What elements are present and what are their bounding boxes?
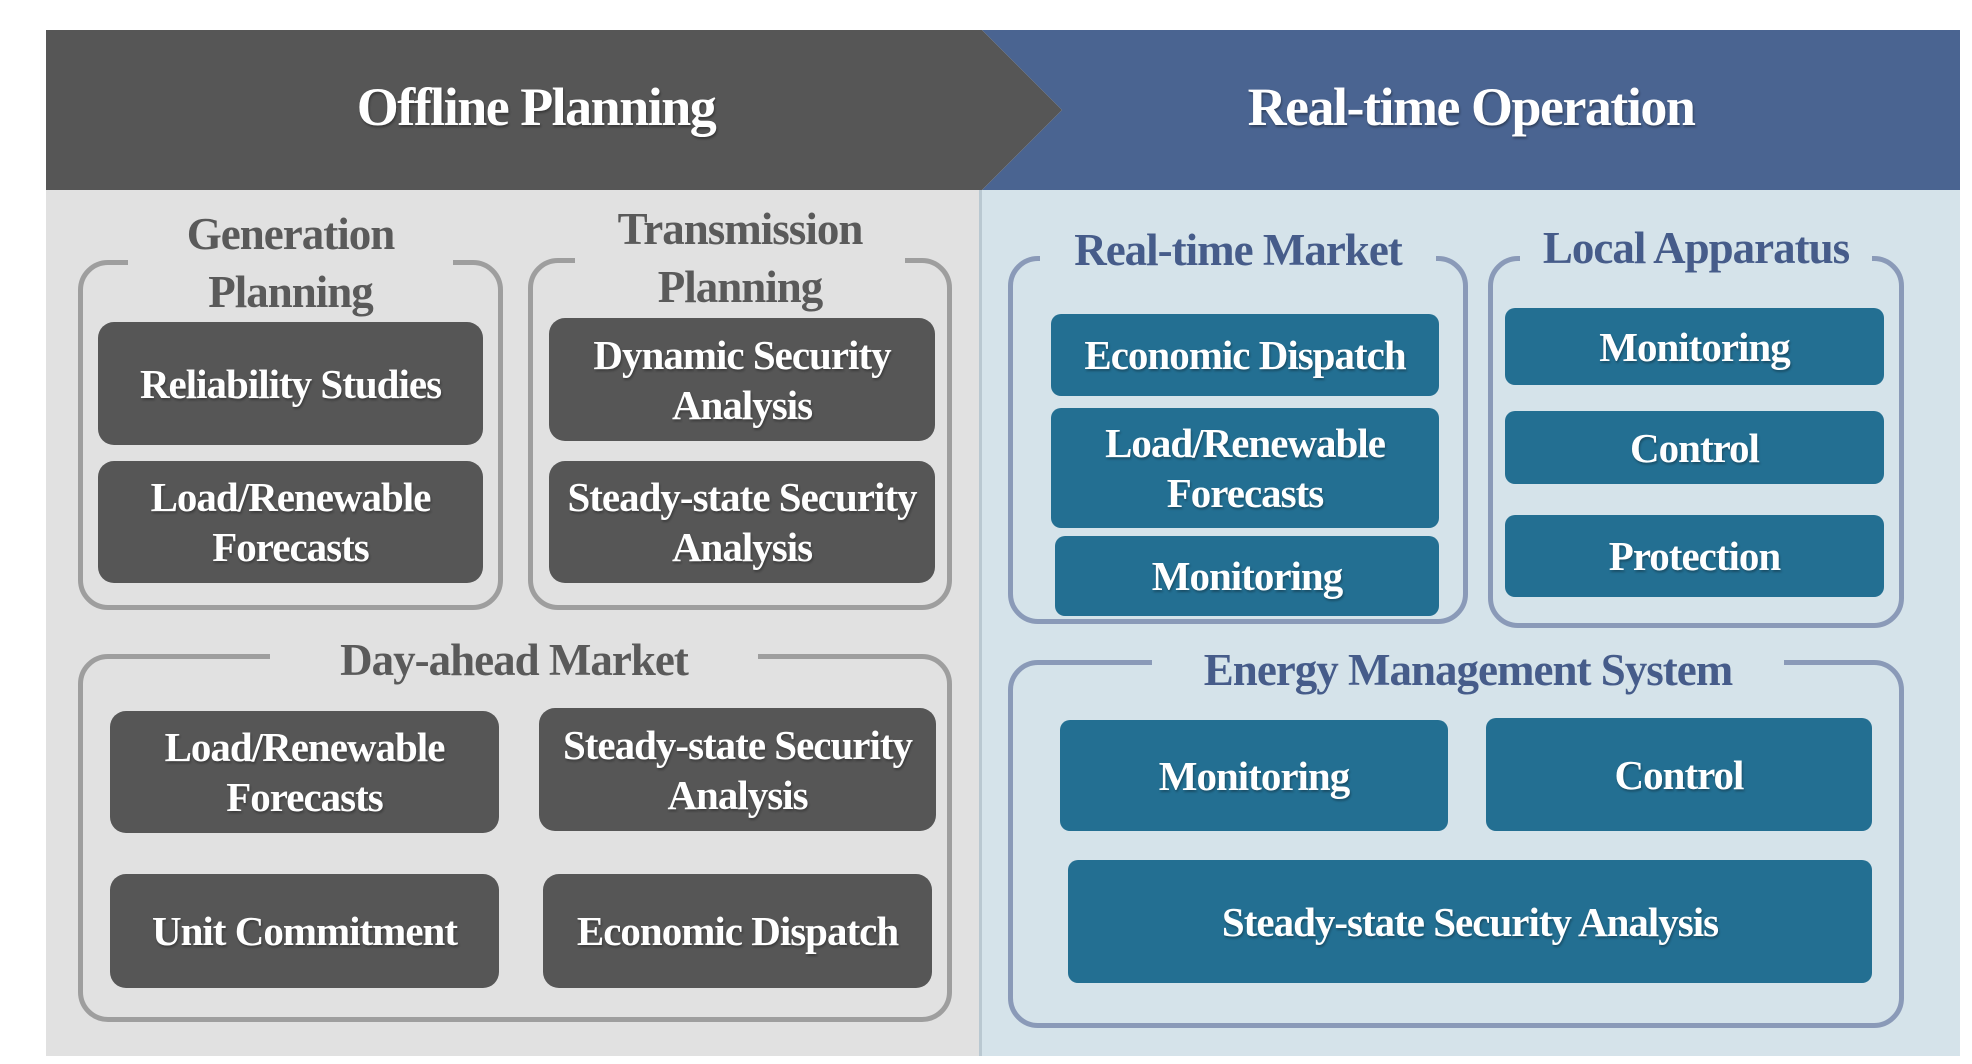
generation-load-renewable-forecasts-box: Load/Renewable Forecasts (98, 461, 483, 583)
local-control-box: Control (1505, 411, 1884, 484)
ems-monitoring-box: Monitoring (1060, 720, 1448, 831)
offline-header-chevron (46, 30, 1062, 190)
day-ahead-steady-state-security-analysis-box: Steady-state Security Analysis (539, 708, 936, 831)
unit-commitment-box: Unit Commitment (110, 874, 499, 988)
realtime-load-renewable-forecasts-box: Load/Renewable Forecasts (1051, 408, 1439, 528)
day-ahead-market-title: Day-ahead Market (270, 632, 758, 688)
dynamic-security-analysis-box: Dynamic Security Analysis (549, 318, 935, 441)
local-protection-box: Protection (1505, 515, 1884, 597)
ems-steady-state-security-analysis-box: Steady-state Security Analysis (1068, 860, 1872, 983)
realtime-economic-dispatch-box: Economic Dispatch (1051, 314, 1439, 396)
panel-divider (979, 190, 982, 1056)
realtime-market-title: Real-time Market (1040, 222, 1436, 278)
local-monitoring-box: Monitoring (1505, 308, 1884, 385)
ems-control-box: Control (1486, 718, 1872, 831)
realtime-monitoring-box: Monitoring (1055, 536, 1439, 616)
local-apparatus-title: Local Apparatus (1520, 220, 1872, 276)
generation-planning-title: Generation Planning (128, 205, 453, 321)
day-ahead-economic-dispatch-box: Economic Dispatch (543, 874, 932, 988)
realtime-header-band (982, 30, 1960, 190)
reliability-studies-box: Reliability Studies (98, 322, 483, 445)
transmission-steady-state-security-analysis-box: Steady-state Security Analysis (549, 461, 935, 583)
day-ahead-load-renewable-forecasts-box: Load/Renewable Forecasts (110, 711, 499, 833)
header-banner (46, 30, 1960, 190)
offline-planning-title: Offline Planning (356, 77, 717, 137)
energy-management-system-title: Energy Management System (1152, 642, 1784, 698)
transmission-planning-title: Transmission Planning (575, 200, 905, 316)
realtime-operation-title: Real-time Operation (1247, 77, 1696, 137)
